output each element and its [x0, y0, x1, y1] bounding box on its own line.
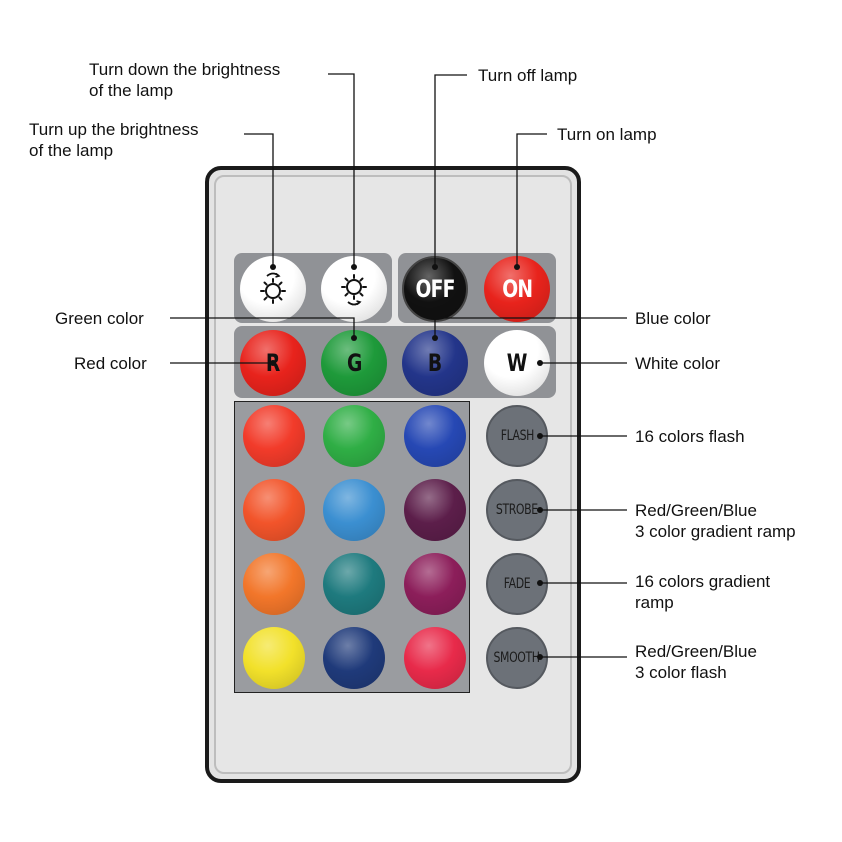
color-swatch-button[interactable]: [404, 479, 466, 541]
callout-brightness-down: Turn down the brightness of the lamp: [89, 60, 281, 100]
callout-green: Green color: [55, 309, 144, 328]
color-swatch-button[interactable]: [404, 553, 466, 615]
blue-button-label: B: [428, 349, 442, 377]
sun-arrow-up-icon: [253, 269, 293, 309]
off-button[interactable]: OFF: [402, 256, 468, 322]
red-button[interactable]: R: [240, 330, 306, 396]
color-swatch-button[interactable]: [243, 553, 305, 615]
white-button[interactable]: W: [484, 330, 550, 396]
color-swatch-button[interactable]: [404, 627, 466, 689]
sun-arrow-down-icon: [334, 269, 374, 309]
color-swatch-button[interactable]: [243, 627, 305, 689]
flash-button-label: FLASH: [500, 428, 534, 444]
callout-blue: Blue color: [635, 309, 711, 328]
color-swatch-button[interactable]: [404, 405, 466, 467]
callout-brightness-up: Turn up the brightness of the lamp: [29, 120, 199, 160]
flash-button[interactable]: FLASH: [486, 405, 548, 467]
brightness-down-button[interactable]: [321, 256, 387, 322]
smooth-button[interactable]: SMOOTH: [486, 627, 548, 689]
color-swatch-button[interactable]: [243, 479, 305, 541]
smooth-button-label: SMOOTH: [493, 650, 541, 666]
callout-strobe: Red/Green/Blue 3 color gradient ramp: [635, 501, 796, 541]
on-button-label: ON: [501, 275, 533, 303]
callout-red: Red color: [74, 354, 147, 373]
callout-smooth: Red/Green/Blue 3 color flash: [635, 642, 757, 682]
brightness-up-button[interactable]: [240, 256, 306, 322]
red-button-label: R: [266, 349, 280, 377]
color-swatch-button[interactable]: [323, 405, 385, 467]
strobe-button[interactable]: STROBE: [486, 479, 548, 541]
color-swatch-button[interactable]: [323, 627, 385, 689]
fade-button-label: FADE: [503, 576, 531, 592]
callout-white: White color: [635, 354, 721, 373]
blue-button[interactable]: B: [402, 330, 468, 396]
callout-turn-on: Turn on lamp: [557, 125, 657, 144]
white-button-label: W: [507, 349, 528, 377]
green-button-label: G: [346, 349, 362, 377]
strobe-button-label: STROBE: [496, 502, 538, 518]
on-button[interactable]: ON: [484, 256, 550, 322]
callout-turn-off: Turn off lamp: [478, 66, 578, 85]
off-button-label: OFF: [415, 275, 455, 303]
color-swatch-button[interactable]: [323, 479, 385, 541]
callout-fade: 16 colors gradient ramp: [635, 572, 771, 612]
color-swatch-button[interactable]: [243, 405, 305, 467]
color-swatch-button[interactable]: [323, 553, 385, 615]
green-button[interactable]: G: [321, 330, 387, 396]
fade-button[interactable]: FADE: [486, 553, 548, 615]
callout-flash: 16 colors flash: [635, 427, 745, 446]
